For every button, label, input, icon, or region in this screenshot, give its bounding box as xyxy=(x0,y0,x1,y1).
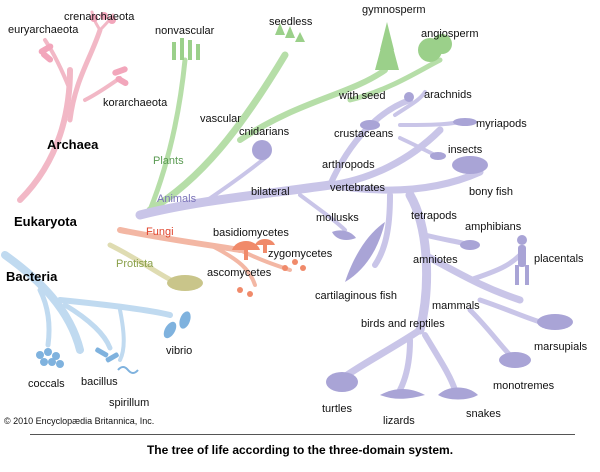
animal-branches xyxy=(135,90,553,393)
label-vibrio: vibrio xyxy=(166,345,192,357)
label-myriapods: myriapods xyxy=(476,118,527,130)
protista-branch xyxy=(107,242,203,291)
label-cartilaginous-fish: cartilaginous fish xyxy=(315,290,397,302)
figure-caption: The tree of life according to the three-… xyxy=(146,443,454,457)
label-fungi: Fungi xyxy=(146,226,174,238)
label-euryarchaeota: euryarchaeota xyxy=(8,24,79,36)
label-bilateral: bilateral xyxy=(251,186,290,198)
label-archaea: Archaea xyxy=(47,137,99,152)
fungi-organisms xyxy=(232,239,306,297)
label-seedless: seedless xyxy=(269,16,313,28)
label-snakes: snakes xyxy=(466,408,501,420)
label-crenarchaeota: crenarchaeota xyxy=(64,11,135,23)
label-monotremes: monotremes xyxy=(493,380,555,392)
label-turtles: turtles xyxy=(322,403,352,415)
label-angiosperm: angiosperm xyxy=(421,28,478,40)
label-vertebrates: vertebrates xyxy=(330,182,386,194)
label-mollusks: mollusks xyxy=(316,212,359,224)
label-plants: Plants xyxy=(153,155,184,167)
label-vascular: vascular xyxy=(200,113,241,125)
plant-organisms xyxy=(172,22,452,70)
label-placentals: placentals xyxy=(534,253,584,265)
copyright-notice: © 2010 Encyclopædia Britannica, Inc. xyxy=(4,416,155,426)
caption-divider xyxy=(30,434,575,435)
label-gymnosperm: gymnosperm xyxy=(362,4,426,16)
label-spirillum: spirillum xyxy=(109,397,149,409)
label-bacillus: bacillus xyxy=(81,376,118,388)
label-tetrapods: tetrapods xyxy=(411,210,457,222)
label-cnidarians: cnidarians xyxy=(239,126,290,138)
archaea-branches xyxy=(17,10,122,203)
label-birds-and-reptiles: birds and reptiles xyxy=(361,318,445,330)
label-amniotes: amniotes xyxy=(413,254,458,266)
label-crustaceans: crustaceans xyxy=(334,128,394,140)
label-protista: Protista xyxy=(116,258,154,270)
label-eukaryota: Eukaryota xyxy=(14,214,78,229)
label-animals: Animals xyxy=(157,193,197,205)
label-zygomycetes: zygomycetes xyxy=(268,248,333,260)
archaea-microbes xyxy=(38,12,129,86)
plant-branches xyxy=(146,51,443,214)
label-arachnids: arachnids xyxy=(424,89,472,101)
label-with-seed: with seed xyxy=(338,90,385,102)
label-mammals: mammals xyxy=(432,300,480,312)
label-bacteria: Bacteria xyxy=(6,269,58,284)
label-nonvascular: nonvascular xyxy=(155,25,215,37)
label-lizards: lizards xyxy=(383,415,415,427)
bacteria-branches xyxy=(1,251,173,362)
label-coccals: coccals xyxy=(28,378,65,390)
label-insects: insects xyxy=(448,144,483,156)
label-korarchaeota: korarchaeota xyxy=(103,97,168,109)
animal-organisms xyxy=(252,92,573,400)
label-basidiomycetes: basidiomycetes xyxy=(213,227,289,239)
label-bony-fish: bony fish xyxy=(469,186,513,198)
label-marsupials: marsupials xyxy=(534,341,588,353)
label-ascomycetes: ascomycetes xyxy=(207,267,272,279)
label-arthropods: arthropods xyxy=(322,159,375,171)
label-amphibians: amphibians xyxy=(465,221,522,233)
bacteria-organisms xyxy=(36,311,191,374)
